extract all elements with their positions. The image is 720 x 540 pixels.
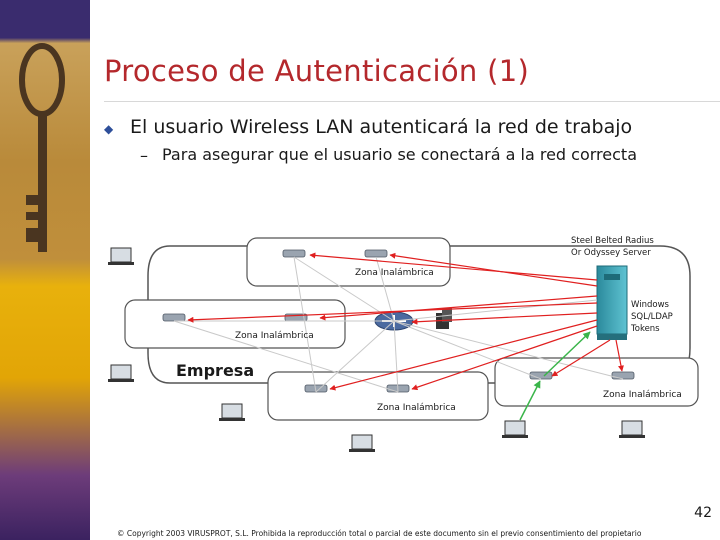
zone-bottom-box [267,371,489,421]
decorative-sidebar [0,0,90,540]
copyright-notice: © Copyright 2003 VIRUSPROT, S.L. Prohibi… [117,529,642,538]
db-label-3: Tokens [630,324,660,334]
laptop [110,364,132,380]
laptop [221,403,243,419]
key-icon [19,43,65,252]
zone-right-box [494,357,699,407]
laptop [351,434,373,450]
zone-bottom-label: Zona Inalámbrica [377,403,456,413]
enterprise-label: Empresa [176,361,254,380]
access-point [162,313,186,322]
db-label-2: SQL/LDAP [631,312,673,322]
laptop [504,420,526,436]
bullet-text: El usuario Wireless LAN autenticará la r… [130,116,633,138]
access-point [282,249,306,258]
server-label-2: Or Odyssey Server [571,248,651,258]
db-label-1: Windows [631,300,670,310]
access-point [364,249,388,258]
sub-bullet-dash: – [140,146,148,165]
server-label-1: Steel Belted Radius [571,236,654,246]
zone-right-label: Zona Inalámbrica [603,390,682,400]
page-number: 42 [694,505,712,521]
zone-left-box [124,299,346,349]
zone-top-box [246,237,451,287]
network-diagram: Steel Belted Radius Or Odyssey Server Wi… [108,236,699,452]
zone-left-label: Zona Inalámbrica [235,331,314,341]
slide-title: Proceso de Autenticación (1) [104,54,530,88]
zone-top-label: Zona Inalámbrica [355,268,434,278]
title-divider [104,101,720,102]
laptop [110,247,132,263]
access-point [611,371,635,380]
laptop [621,420,643,436]
bullet-icon: ◆ [104,122,114,136]
sub-bullet-text: Para asegurar que el usuario se conectar… [162,145,637,164]
